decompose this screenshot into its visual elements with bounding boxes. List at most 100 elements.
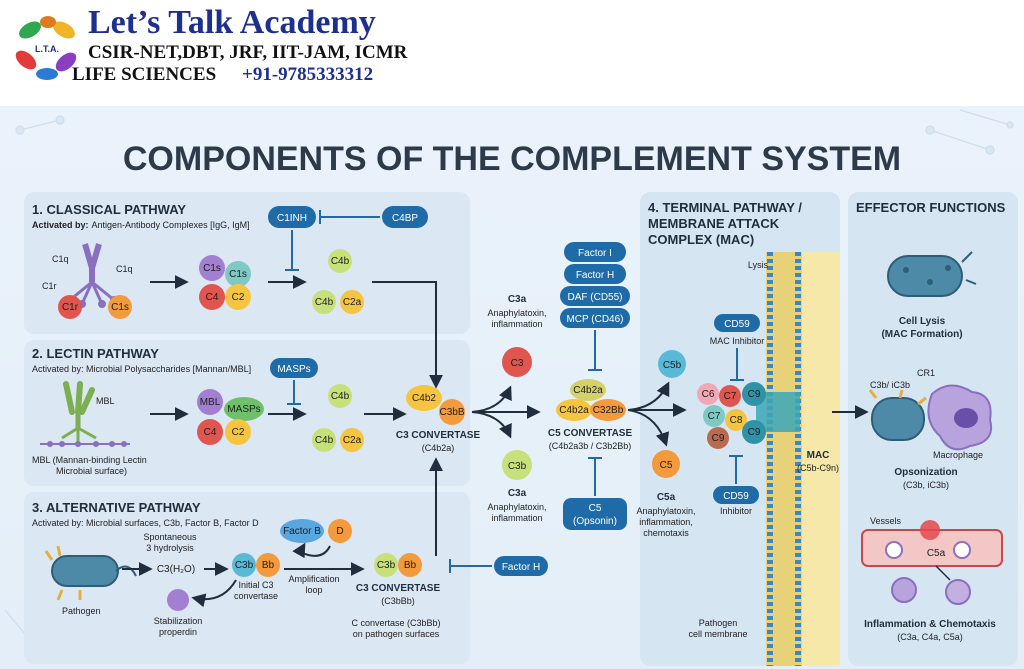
academy-exams: CSIR-NET,DBT, JRF, IIT-JAM, ICMR bbox=[88, 42, 408, 63]
terminal-title-2: MEMBRANE ATTACK bbox=[648, 216, 780, 231]
c5a-desc-3: chemotaxis bbox=[643, 528, 689, 538]
c6-molecule bbox=[697, 383, 719, 405]
c5-convertase-title: C5 CONVERTASE bbox=[548, 428, 633, 439]
opsonization-sub: (C3b, iC3b) bbox=[903, 480, 949, 490]
c3bb-molecule bbox=[439, 399, 465, 425]
c3h2o-label: C3(H₂O) bbox=[157, 564, 195, 575]
c5-convertase-formula: (C4b2a3b / C3b2Bb) bbox=[549, 441, 632, 451]
c9c-text: C9 bbox=[748, 427, 761, 438]
regulator-mcp: MCP (CD46) bbox=[566, 314, 623, 325]
c5-opsonin-text-2: (Opsonin) bbox=[573, 516, 617, 527]
cell-lysis-sub: (MAC Formation) bbox=[881, 329, 962, 340]
alt-conv-title: C3 CONVERTASE bbox=[356, 583, 441, 594]
regulator-pill bbox=[564, 242, 626, 262]
c32bb-molecule bbox=[590, 399, 626, 421]
c3-convertase-formula: (C4b2a) bbox=[422, 443, 455, 453]
c1r-text: C1r bbox=[62, 302, 79, 313]
c4b2a-top-molecule bbox=[570, 379, 606, 401]
c4-molecule bbox=[199, 284, 225, 310]
c5b-molecule bbox=[658, 350, 686, 378]
initial-bb-molecule bbox=[256, 553, 280, 577]
c5a-desc-2: inflammation, bbox=[639, 517, 693, 527]
lectin-c4-text: C4 bbox=[204, 427, 217, 438]
macrophage-icon bbox=[927, 384, 992, 451]
c1s-a-molecule bbox=[199, 255, 225, 281]
c7a-text: C7 bbox=[724, 391, 737, 402]
c9a-molecule bbox=[707, 427, 729, 449]
regulator-daf: DAF (CD55) bbox=[567, 292, 622, 303]
c2a-molecule bbox=[340, 290, 364, 314]
lectin-c2-molecule bbox=[225, 419, 251, 445]
c3a-desc-4: inflammation bbox=[491, 513, 542, 523]
alt-conv-note-2: on pathogen surfaces bbox=[353, 629, 440, 639]
c7a-molecule bbox=[719, 385, 741, 407]
regulator-pill bbox=[560, 308, 630, 328]
c3-molecule bbox=[502, 347, 532, 377]
c32bb-text: C32Bb bbox=[593, 405, 624, 416]
c4-text: C4 bbox=[206, 292, 219, 303]
alt-factor-h-text: Factor H bbox=[502, 562, 540, 573]
mac-label: MAC bbox=[807, 450, 830, 461]
regulator-factor-h: Factor H bbox=[576, 270, 614, 281]
lysis-label: Lysis bbox=[748, 260, 769, 270]
academy-logo: L.T.A. bbox=[13, 14, 81, 82]
main-title: COMPONENTS OF THE COMPLEMENT SYSTEM bbox=[123, 140, 901, 178]
c4b2a-molecule bbox=[556, 399, 592, 421]
initial-convertase-1: Initial C3 bbox=[238, 580, 273, 590]
c1s-b-text: C1s bbox=[229, 269, 247, 280]
c5-text: C5 bbox=[660, 460, 673, 471]
c5b-text: C5b bbox=[663, 360, 682, 371]
c5-opsonin-pill bbox=[563, 498, 627, 530]
c4b-top-text: C4b bbox=[331, 256, 350, 267]
effector-title: EFFECTOR FUNCTIONS bbox=[856, 200, 1006, 215]
opsonization-label: Opsonization bbox=[894, 467, 957, 478]
classical-activated: Activated by:Antigen-Antibody Complexes … bbox=[32, 220, 250, 230]
alt-conv-bb-text: Bb bbox=[404, 560, 417, 571]
lectin-c4b-text: C4b bbox=[315, 435, 334, 446]
life-sciences-label: LIFE SCIENCES bbox=[72, 64, 217, 85]
c3a-desc-1: Anaphylatoxin, bbox=[487, 308, 546, 318]
cell-lysis-label: Cell Lysis bbox=[899, 316, 946, 327]
lectin-c4b-top-text: C4b bbox=[331, 391, 350, 402]
amplification-label-2: loop bbox=[305, 585, 322, 595]
cd59-top-text: CD59 bbox=[724, 319, 750, 330]
regulator-list: Factor I Factor H DAF (CD55) MCP (CD46) bbox=[560, 242, 630, 328]
c1s-text: C1s bbox=[111, 302, 129, 313]
mac-inhibitor-label: MAC Inhibitor bbox=[710, 336, 765, 346]
macrophage-label: Macrophage bbox=[933, 450, 983, 460]
c3b-molecule bbox=[502, 450, 532, 480]
masps-pill-text: MASPs bbox=[277, 364, 310, 375]
c1r-molecule bbox=[58, 295, 82, 319]
alt-conv-formula: (C3bBb) bbox=[381, 596, 415, 606]
alt-conv-c3b-text: C3b bbox=[377, 560, 396, 571]
c1inh-pill bbox=[268, 206, 316, 228]
c3-convertase-title: C3 CONVERTASE bbox=[396, 430, 481, 441]
alt-factor-h-pill bbox=[494, 556, 548, 576]
lectin-activated: Activated by: Microbial Polysaccharides … bbox=[32, 364, 251, 374]
c3bb-text: C3bB bbox=[439, 407, 464, 418]
classical-activated-prefix: Activated by: bbox=[32, 220, 89, 230]
c2-molecule bbox=[225, 284, 251, 310]
mac-formula: (C5b-C9n) bbox=[797, 463, 839, 473]
alternative-activated: Activated by: Microbial surfaces, C3b, F… bbox=[32, 518, 259, 528]
cd59-top-pill bbox=[714, 314, 760, 332]
pathogen-icon bbox=[44, 545, 137, 601]
c4b2-text: C4b2 bbox=[412, 393, 436, 404]
lectin-c2a-text: C2a bbox=[343, 435, 362, 446]
mbl-caption-2: Microbial surface) bbox=[56, 466, 127, 476]
vessels-label: Vessels bbox=[870, 516, 902, 526]
c9b-molecule bbox=[742, 382, 766, 406]
c8-molecule bbox=[725, 409, 747, 431]
phone-number: +91-9785333312 bbox=[242, 64, 374, 85]
initial-c3b-text: C3b bbox=[235, 560, 254, 571]
c4b-text: C4b bbox=[315, 297, 334, 308]
c5a-desc-1: Anaphylatoxin, bbox=[636, 506, 695, 516]
c1q-right-label: C1q bbox=[116, 264, 133, 274]
c9c-molecule bbox=[742, 420, 766, 444]
c4b2-molecule bbox=[406, 385, 442, 411]
lectin-c4b-molecule bbox=[312, 428, 336, 452]
blood-vessel-icon bbox=[861, 520, 1003, 605]
c5-split-arrow-down bbox=[627, 409, 670, 447]
mbl-caption-1: MBL (Mannan-binding Lectin bbox=[32, 455, 147, 465]
c3a-desc-3: Anaphylatoxin, bbox=[487, 502, 546, 512]
